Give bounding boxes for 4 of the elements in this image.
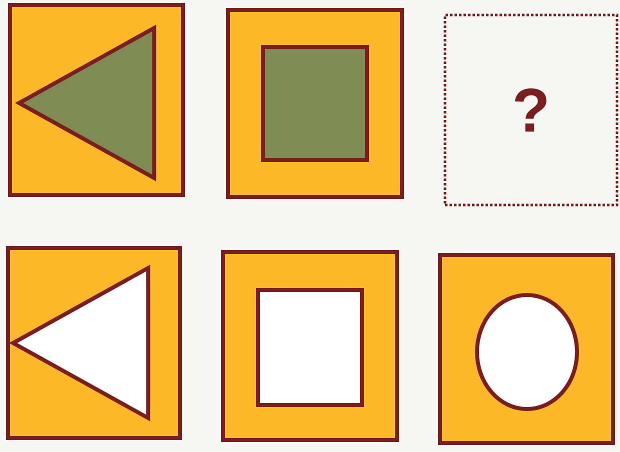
- empty-tile: ?: [444, 14, 618, 206]
- circle-figure: [475, 293, 579, 411]
- square-figure: [256, 288, 364, 407]
- square-figure: [261, 45, 369, 162]
